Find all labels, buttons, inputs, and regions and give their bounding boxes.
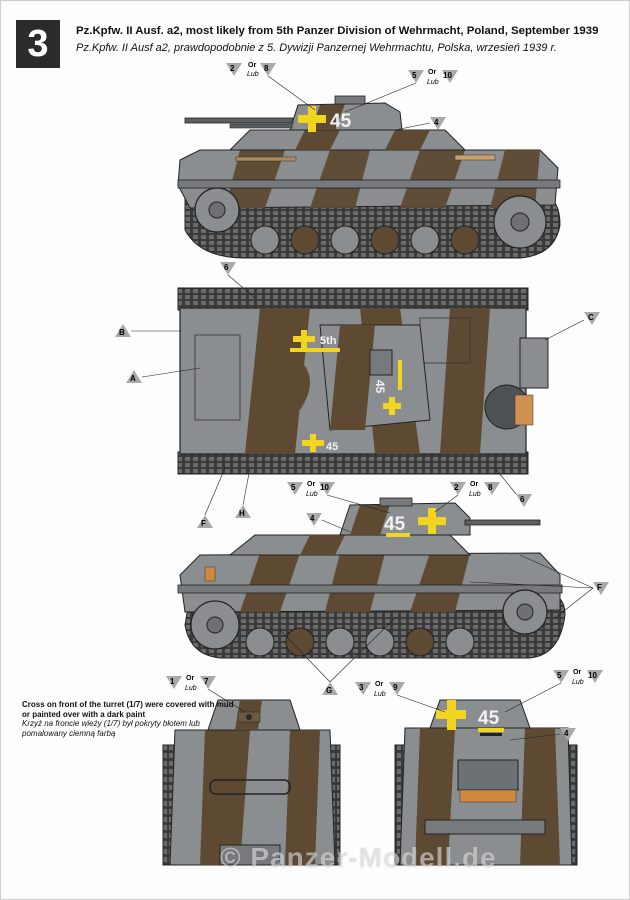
callout-marker bbox=[560, 728, 576, 741]
callout-marker bbox=[260, 63, 276, 76]
svg-text:Or: Or bbox=[428, 69, 436, 76]
note-polish: Krzyż na froncie wieży (1/7) był pokryty… bbox=[22, 719, 200, 738]
svg-text:4: 4 bbox=[564, 729, 569, 738]
svg-text:G: G bbox=[326, 686, 332, 695]
callout-marker bbox=[442, 70, 458, 83]
svg-text:3: 3 bbox=[359, 683, 364, 692]
svg-text:Lub: Lub bbox=[469, 491, 481, 498]
top-number-turret: 45 bbox=[373, 380, 387, 394]
callout-marker bbox=[584, 312, 600, 325]
turret-cross-note: Cross on front of the turret (1/7) were … bbox=[22, 700, 242, 738]
callout-marker bbox=[389, 682, 405, 695]
svg-text:Or: Or bbox=[186, 675, 194, 682]
rear-view: 45 bbox=[394, 699, 578, 866]
note-english: Cross on front of the turret (1/7) were … bbox=[22, 700, 234, 719]
svg-text:Or: Or bbox=[248, 62, 256, 69]
svg-text:Lub: Lub bbox=[572, 679, 584, 686]
callout-marker bbox=[484, 482, 500, 495]
rear-turret-number: 45 bbox=[478, 708, 500, 729]
callout-marker bbox=[166, 676, 182, 689]
callout-marker bbox=[235, 505, 251, 518]
svg-text:4: 4 bbox=[434, 118, 439, 127]
svg-text:2: 2 bbox=[454, 483, 459, 492]
svg-text:Lub: Lub bbox=[185, 685, 197, 692]
svg-text:10: 10 bbox=[588, 671, 597, 680]
plate-title-english: Pz.Kpfw. II Ausf. a2, most likely from 5… bbox=[76, 25, 599, 37]
svg-text:5: 5 bbox=[291, 483, 296, 492]
svg-text:2: 2 bbox=[230, 64, 235, 73]
svg-text:10: 10 bbox=[320, 483, 329, 492]
svg-text:5: 5 bbox=[557, 671, 562, 680]
svg-text:Or: Or bbox=[375, 681, 383, 688]
svg-text:Lub: Lub bbox=[427, 79, 439, 86]
top-view: 5th 45 45 bbox=[177, 287, 549, 475]
callout-marker bbox=[430, 117, 446, 130]
turret-number: 45 bbox=[330, 111, 352, 132]
callouts-side-left: 2 Or Lub 8 5 Or Lub 10 4 bbox=[226, 62, 458, 131]
callout-marker bbox=[200, 676, 216, 689]
top-division-mark: 5th bbox=[320, 335, 337, 347]
svg-text:6: 6 bbox=[520, 495, 525, 504]
top-number-rear: 45 bbox=[326, 441, 338, 453]
callout-marker bbox=[306, 513, 322, 526]
svg-text:Lub: Lub bbox=[247, 71, 259, 78]
svg-text:4: 4 bbox=[310, 514, 315, 523]
callout-marker bbox=[226, 63, 242, 76]
callout-marker bbox=[197, 515, 213, 528]
callouts-rear-view: 3 Or Lub 9 5 Or Lub 10 4 bbox=[355, 669, 603, 741]
callout-marker bbox=[450, 482, 466, 495]
svg-text:6: 6 bbox=[224, 263, 229, 272]
callout-marker bbox=[220, 262, 236, 275]
svg-text:Or: Or bbox=[307, 481, 315, 488]
svg-text:8: 8 bbox=[264, 64, 269, 73]
svg-text:5: 5 bbox=[412, 71, 417, 80]
plate-title-polish: Pz.Kpfw. II Ausf a2, prawdopodobnie z 5.… bbox=[76, 42, 557, 54]
svg-text:7: 7 bbox=[204, 677, 209, 686]
callout-marker bbox=[126, 370, 142, 383]
svg-text:B: B bbox=[119, 328, 125, 337]
callout-marker bbox=[115, 324, 131, 337]
front-view bbox=[162, 699, 341, 866]
watermark: © Panzer-Modell.de bbox=[220, 842, 497, 873]
callout-marker bbox=[593, 582, 609, 595]
plate-number: 3 bbox=[16, 20, 60, 68]
svg-text:Or: Or bbox=[573, 669, 581, 676]
svg-text:8: 8 bbox=[488, 483, 493, 492]
svg-text:H: H bbox=[239, 509, 245, 518]
callout-marker bbox=[287, 482, 303, 495]
svg-text:Lub: Lub bbox=[306, 491, 318, 498]
callout-marker bbox=[553, 670, 569, 683]
callout-marker bbox=[322, 682, 338, 695]
svg-text:C: C bbox=[588, 313, 594, 322]
svg-text:F: F bbox=[597, 583, 602, 592]
svg-text:F: F bbox=[201, 519, 206, 528]
callout-marker bbox=[319, 482, 335, 495]
balkenkreuz-turret bbox=[298, 106, 326, 132]
callout-marker bbox=[587, 670, 603, 683]
side-view-right: 45 bbox=[177, 497, 566, 659]
svg-text:A: A bbox=[130, 374, 136, 383]
turret-number-right: 45 bbox=[384, 514, 406, 535]
callouts-top-view: 6 B A C F H bbox=[115, 262, 600, 528]
callout-marker bbox=[516, 494, 532, 507]
svg-text:Or: Or bbox=[470, 481, 478, 488]
callout-marker bbox=[408, 70, 424, 83]
callouts-side-right: 5 Or Lub 10 2 Or Lub 8 6 4 F G bbox=[279, 467, 609, 695]
svg-text:10: 10 bbox=[443, 71, 452, 80]
svg-text:9: 9 bbox=[393, 683, 398, 692]
svg-text:1: 1 bbox=[170, 677, 175, 686]
callouts-front-view: 1 Or Lub 7 bbox=[166, 675, 246, 713]
side-view-left: 45 bbox=[177, 95, 561, 259]
svg-text:Lub: Lub bbox=[374, 691, 386, 698]
callout-marker bbox=[355, 682, 371, 695]
